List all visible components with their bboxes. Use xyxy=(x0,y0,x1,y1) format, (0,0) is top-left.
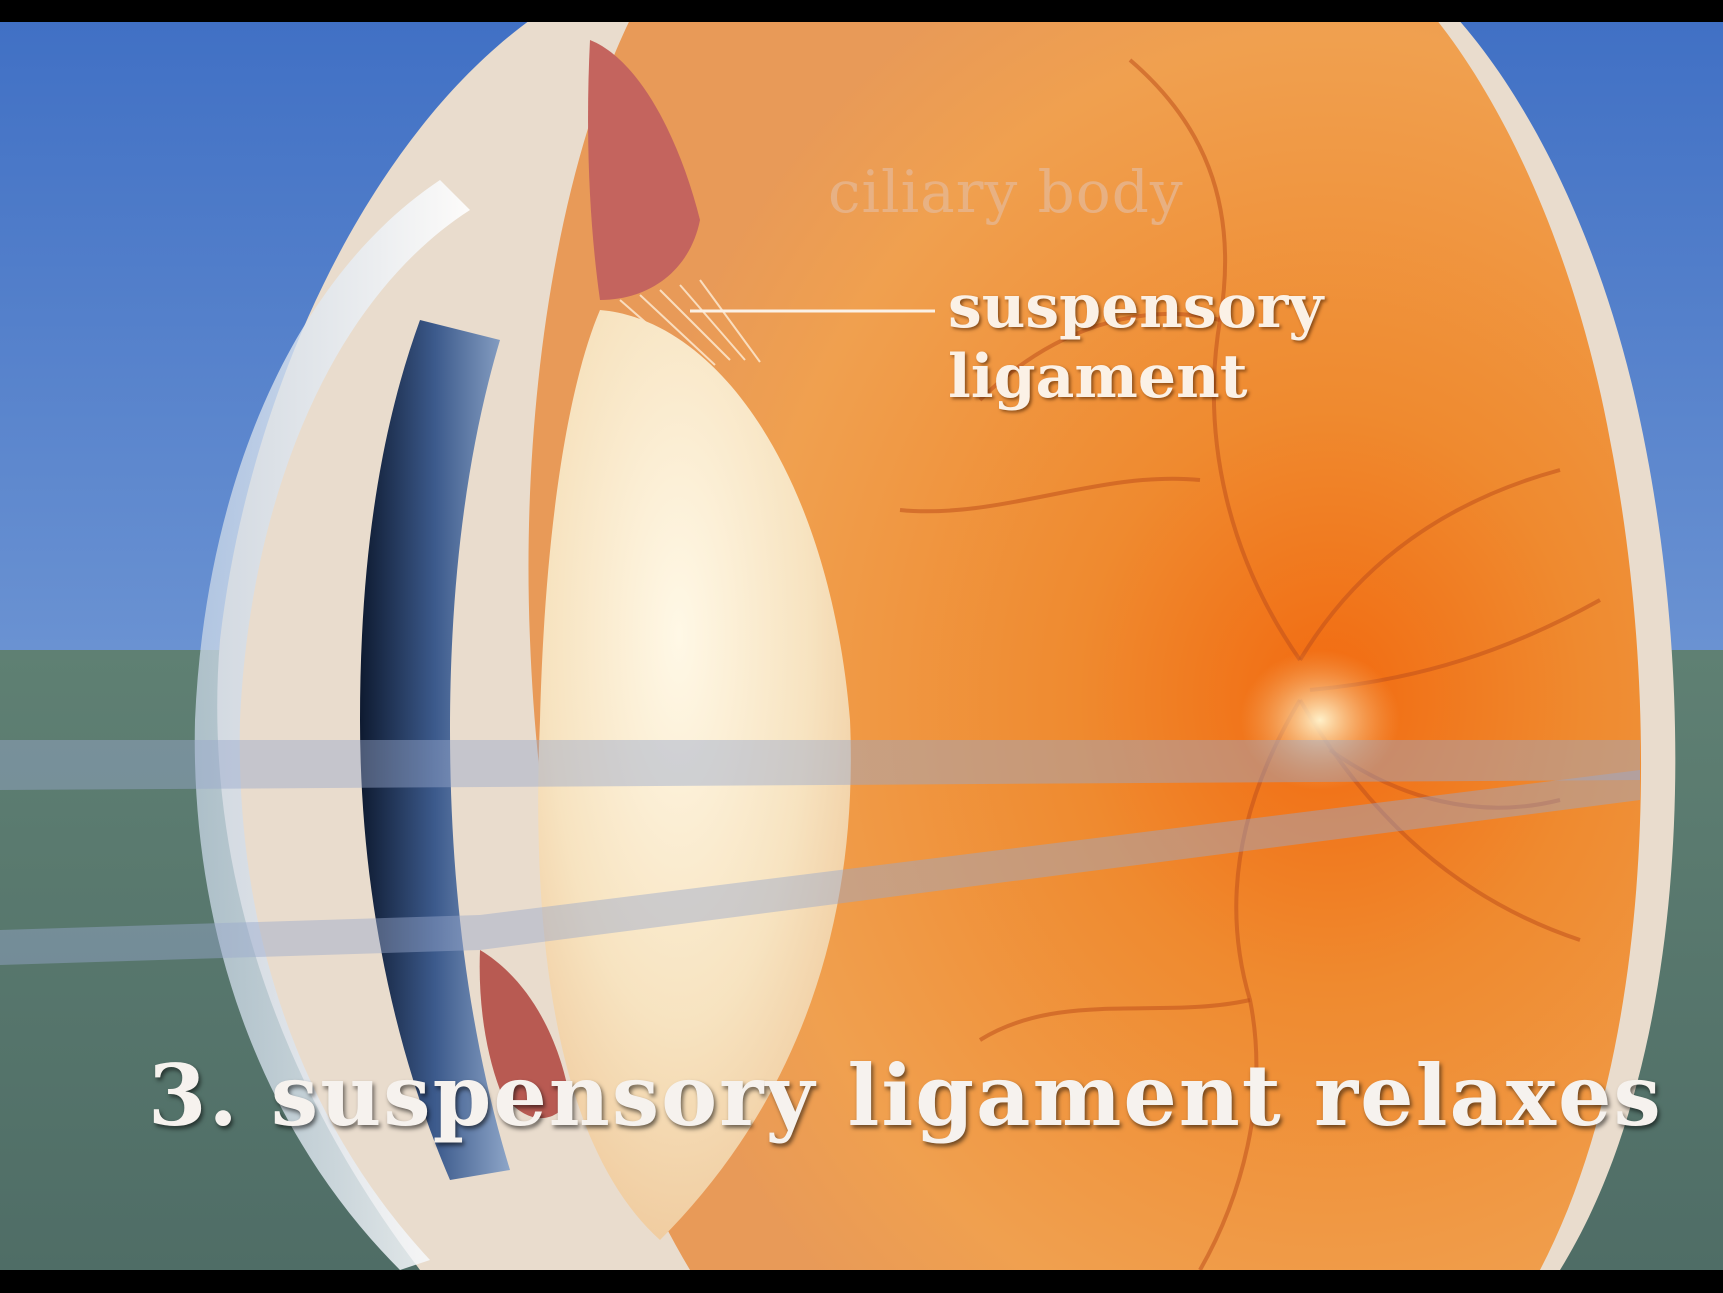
suspensory-ligament-label: suspensory ligament xyxy=(948,272,1323,412)
suspensory-ligament-label-line1: suspensory xyxy=(948,272,1323,342)
letterbox-top xyxy=(0,0,1723,22)
suspensory-ligament-label-line2: ligament xyxy=(948,342,1323,412)
step-caption: 3. suspensory ligament relaxes xyxy=(148,1046,1663,1145)
letterbox-bottom xyxy=(0,1270,1723,1293)
ciliary-body-label: ciliary body xyxy=(828,158,1184,226)
